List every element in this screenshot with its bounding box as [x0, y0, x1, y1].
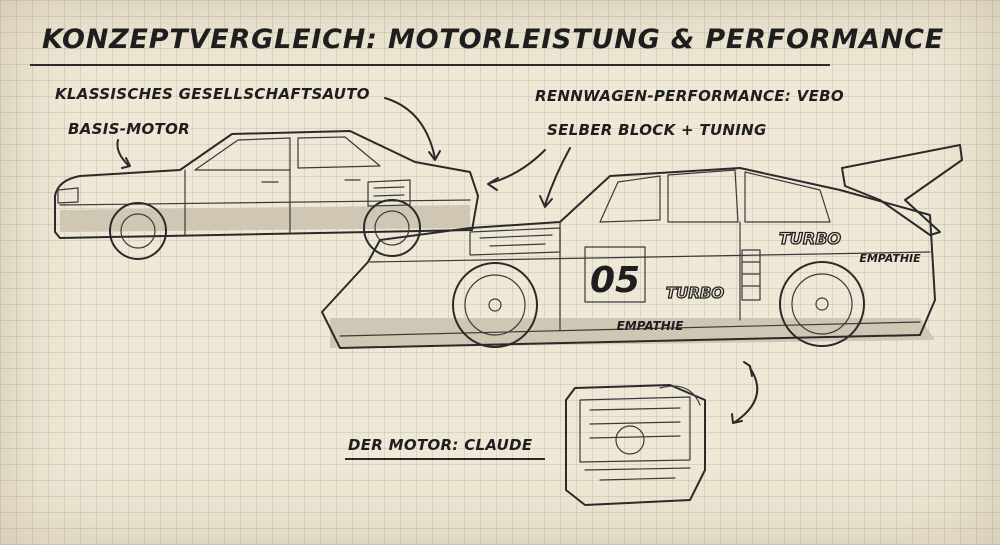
- sponsor-decal-rear: EMPATHIE: [859, 252, 921, 265]
- classic-sedan-illustration: [54, 130, 479, 260]
- label-race-performance: RENNWAGEN-PERFORMANCE: VEBO: [535, 87, 844, 105]
- turbo-decal-rear: TURBO: [779, 229, 841, 248]
- turbo-decal-door: TURBO: [666, 284, 724, 302]
- engine-label-underline: [345, 458, 545, 460]
- annotation-arrows: [116, 97, 759, 424]
- page-title: KONZEPTVERGLEICH: MOTORLEISTUNG & PERFOR…: [42, 24, 944, 55]
- race-car-illustration: 05 TURBO TURBO EMPATHIE EMPATHIE: [321, 144, 963, 349]
- race-number-decal: 05: [590, 260, 640, 301]
- title-underline: [30, 64, 830, 66]
- label-classic-car: KLASSISCHES GESELLSCHAFTSAUTO: [55, 85, 370, 103]
- engine-illustration: [565, 384, 706, 506]
- label-same-block-tuning: SELBER BLOCK + TUNING: [547, 121, 767, 139]
- sponsor-decal-sill: EMPATHIE: [617, 319, 685, 333]
- label-base-engine: BASIS-MOTOR: [68, 120, 190, 138]
- label-engine: DER MOTOR: CLAUDE: [348, 436, 533, 454]
